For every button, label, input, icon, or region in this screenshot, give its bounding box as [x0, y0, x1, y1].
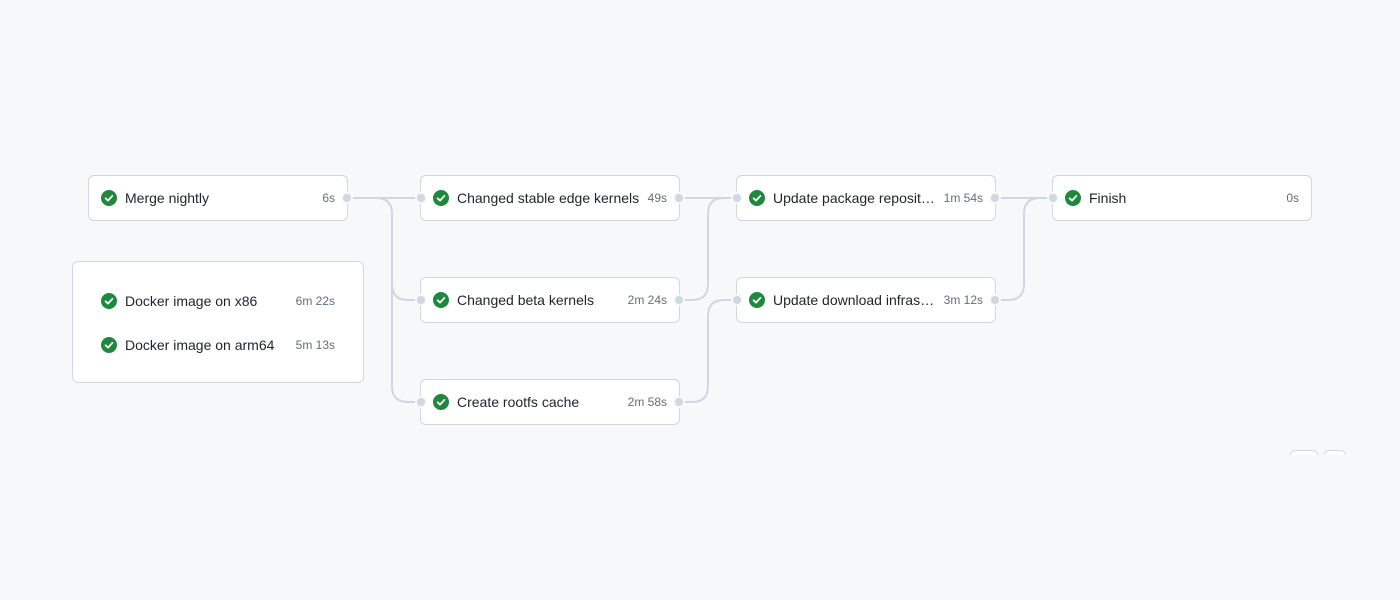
check-circle-icon: [101, 293, 117, 309]
job-duration: 6s: [322, 191, 335, 205]
job-update-package-repository[interactable]: Update package reposit… 1m 54s: [736, 175, 996, 221]
rootfs-cache-input-dot: [415, 396, 427, 408]
job-name: Docker image on arm64: [125, 337, 275, 353]
job-changed-stable-edge-kernels[interactable]: Changed stable edge kernels 49s: [420, 175, 680, 221]
job-name: Changed beta kernels: [457, 292, 594, 308]
job-group-docker-images: Docker image on x86 6m 22s Docker image …: [72, 261, 364, 383]
zoom-out-button[interactable]: [1290, 450, 1318, 455]
job-create-rootfs-cache[interactable]: Create rootfs cache 2m 58s: [420, 379, 680, 425]
job-docker-image-arm64[interactable]: Docker image on arm64 5m 13s: [101, 334, 335, 356]
update-download-input-dot: [731, 294, 743, 306]
merge-nightly-output-dot: [341, 192, 353, 204]
job-duration: 49s: [647, 191, 667, 205]
job-finish[interactable]: Finish 0s: [1052, 175, 1312, 221]
job-duration: 2m 58s: [627, 395, 667, 409]
job-duration: 0s: [1286, 191, 1299, 205]
stable-kernels-input-dot: [415, 192, 427, 204]
job-duration: 1m 54s: [943, 191, 983, 205]
check-circle-icon: [101, 190, 117, 206]
rootfs-cache-output-dot: [673, 396, 685, 408]
check-circle-icon: [101, 337, 117, 353]
beta-kernels-output-dot: [673, 294, 685, 306]
check-circle-icon: [433, 190, 449, 206]
edge-beta-to-update-package: [679, 197, 737, 301]
job-update-download-infrastructure[interactable]: Update download infrast… 3m 12s: [736, 277, 996, 323]
zoom-in-button[interactable]: [1324, 450, 1346, 455]
job-duration: 5m 13s: [295, 338, 335, 352]
edge-rootfs-to-update-download: [679, 299, 737, 403]
check-circle-icon: [433, 394, 449, 410]
job-duration: 3m 12s: [943, 293, 983, 307]
job-name: Update download infrast…: [773, 292, 938, 308]
finish-input-dot: [1047, 192, 1059, 204]
job-merge-nightly[interactable]: Merge nightly 6s: [88, 175, 348, 221]
check-circle-icon: [1065, 190, 1081, 206]
check-circle-icon: [749, 292, 765, 308]
job-duration: 2m 24s: [627, 293, 667, 307]
job-name: Finish: [1089, 190, 1127, 206]
job-name: Update package reposit…: [773, 190, 935, 206]
job-name: Merge nightly: [125, 190, 210, 206]
edge-update-download-to-finish: [995, 197, 1053, 301]
job-name: Changed stable edge kernels: [457, 190, 640, 206]
job-duration: 6m 22s: [295, 294, 335, 308]
stable-kernels-output-dot: [673, 192, 685, 204]
job-changed-beta-kernels[interactable]: Changed beta kernels 2m 24s: [420, 277, 680, 323]
update-package-input-dot: [731, 192, 743, 204]
update-download-output-dot: [989, 294, 1001, 306]
check-circle-icon: [749, 190, 765, 206]
job-name: Docker image on x86: [125, 293, 258, 309]
update-package-output-dot: [989, 192, 1001, 204]
job-name: Create rootfs cache: [457, 394, 580, 410]
check-circle-icon: [433, 292, 449, 308]
job-docker-image-x86[interactable]: Docker image on x86 6m 22s: [101, 290, 335, 312]
beta-kernels-input-dot: [415, 294, 427, 306]
